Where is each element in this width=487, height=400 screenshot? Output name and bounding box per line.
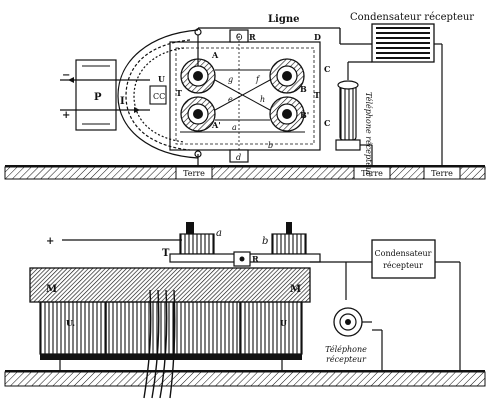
letter-U: U bbox=[158, 74, 165, 84]
cable-bundle bbox=[143, 289, 176, 399]
condensateur-label-bottom-2: récepteur bbox=[383, 261, 423, 270]
condensateur-bottom bbox=[371, 239, 436, 279]
ligne-label: Ligne bbox=[268, 14, 299, 25]
bottom-diagram: + a b T R M M bbox=[4, 222, 486, 399]
terre-label-1: Terre bbox=[183, 169, 205, 178]
letter-minus: − bbox=[62, 70, 70, 81]
bottom-letter-T: T bbox=[162, 248, 170, 259]
terre-label-2: Terre bbox=[361, 169, 383, 178]
coil-B-prime bbox=[269, 96, 305, 132]
bottom-letter-R: R bbox=[252, 254, 259, 264]
letter-A-prime: A' bbox=[211, 120, 221, 130]
bottom-letter-M-left: M bbox=[46, 284, 57, 295]
letter-e: e bbox=[228, 95, 233, 104]
letter-B-prime: B' bbox=[300, 110, 309, 120]
bottom-letter-U-right: U bbox=[280, 318, 287, 328]
telephone-label-top: Téléphone récepteur bbox=[364, 92, 373, 177]
battery-P bbox=[60, 59, 167, 131]
letter-P: P bbox=[94, 92, 102, 103]
crossing-wires bbox=[180, 69, 305, 133]
letter-B: B bbox=[300, 84, 307, 94]
telephone-label-bottom-1: Téléphone bbox=[325, 345, 367, 354]
field-arcs bbox=[117, 29, 199, 159]
condensateur-label-bottom-1: Condensateur bbox=[375, 249, 432, 258]
letter-d: d bbox=[236, 153, 241, 162]
condensateur-top bbox=[371, 23, 443, 167]
terre-box-1: Terre bbox=[175, 166, 213, 180]
letter-D: D bbox=[314, 32, 321, 42]
top-letters: P + − I U CC T A A' B B' D C C T R O g f… bbox=[62, 31, 330, 162]
letter-a: a bbox=[232, 123, 237, 132]
letter-T: T bbox=[314, 90, 320, 100]
bottom-ground-band bbox=[4, 370, 486, 387]
top-ground-band bbox=[4, 165, 486, 180]
letter-C-2: C bbox=[324, 118, 330, 128]
telephone-bottom bbox=[333, 307, 372, 337]
top-diagram: Terre Terre Terre Ligne Condensateur réc… bbox=[4, 12, 486, 180]
letter-c: c bbox=[236, 31, 241, 40]
condensateur-label-top: Condensateur récepteur bbox=[350, 12, 474, 23]
bottom-letter-b: b bbox=[262, 236, 268, 247]
magnet-block bbox=[29, 267, 311, 371]
ligne-wire bbox=[197, 27, 372, 80]
letter-C: C bbox=[324, 64, 330, 74]
letter-R: R bbox=[249, 32, 256, 42]
letter-h: h bbox=[260, 95, 265, 104]
bottom-letter-a: a bbox=[216, 228, 222, 239]
letter-plus: + bbox=[62, 110, 70, 121]
coil-B bbox=[269, 58, 305, 94]
letter-g: g bbox=[228, 75, 233, 84]
terre-box-3: Terre bbox=[423, 166, 461, 180]
telephone-label-bottom-2: récepteur bbox=[326, 355, 367, 364]
telephone-top bbox=[335, 61, 373, 167]
bottom-letter-U-left: U. bbox=[66, 318, 75, 328]
upper-coil-a bbox=[179, 222, 215, 255]
letter-b: b bbox=[268, 141, 273, 150]
letter-f: f bbox=[255, 75, 261, 84]
terre-label-3: Terre bbox=[431, 169, 453, 178]
upper-coil-b bbox=[271, 222, 307, 255]
bottom-letter-M-right: M bbox=[290, 284, 301, 295]
letter-A: A bbox=[211, 50, 219, 60]
letter-T-left: T bbox=[176, 88, 182, 98]
letter-CC: CC bbox=[153, 92, 165, 101]
coil-A-prime bbox=[180, 96, 216, 132]
letter-I: I bbox=[120, 96, 125, 107]
letter-O: O bbox=[236, 33, 243, 42]
bottom-letter-plus: + bbox=[46, 236, 54, 247]
armature-plate bbox=[169, 251, 321, 267]
coil-A bbox=[180, 58, 216, 94]
bottom-wires bbox=[310, 261, 461, 371]
